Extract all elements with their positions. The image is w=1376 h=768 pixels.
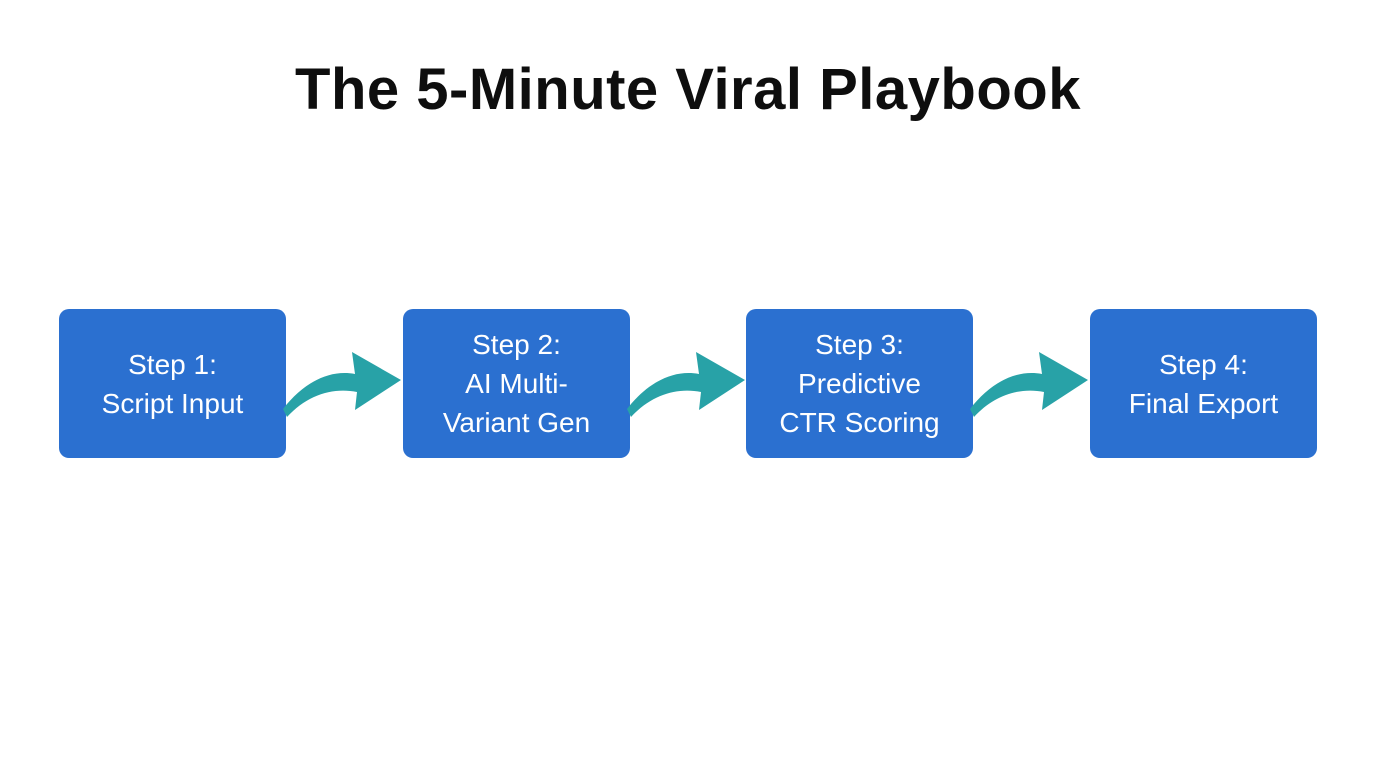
flow-arrow-3 bbox=[968, 347, 1090, 417]
step-box-3-line-3: CTR Scoring bbox=[779, 407, 940, 438]
curved-right-arrow-icon bbox=[627, 352, 745, 417]
page-title: The 5-Minute Viral Playbook bbox=[295, 57, 1081, 122]
step-box-4-line-1: Step 4: bbox=[1159, 348, 1248, 380]
step-box-1-line-1: Step 1: bbox=[128, 348, 217, 380]
step-box-2-line-2: AI Multi- bbox=[465, 368, 568, 399]
step-box-3-line-1: Step 3: bbox=[815, 329, 904, 360]
flow-arrow-1 bbox=[281, 347, 403, 417]
step-box-1: Step 1: Script Input bbox=[59, 309, 286, 458]
flow-arrow-2 bbox=[625, 347, 747, 417]
curved-right-arrow-icon bbox=[283, 352, 401, 417]
step-box-2: Step 2: AI Multi- Variant Gen bbox=[403, 309, 630, 458]
step-box-3: Step 3: Predictive CTR Scoring bbox=[746, 309, 973, 458]
step-box-3-line-2: Predictive bbox=[798, 368, 921, 399]
step-box-4-line-2: Final Export bbox=[1128, 387, 1279, 419]
step-box-4: Step 4: Final Export bbox=[1090, 309, 1317, 458]
step-box-2-line-1: Step 2: bbox=[472, 329, 561, 360]
curved-right-arrow-icon bbox=[970, 352, 1088, 417]
step-box-2-line-3: Variant Gen bbox=[442, 407, 591, 438]
step-box-1-line-2: Script Input bbox=[101, 387, 244, 419]
